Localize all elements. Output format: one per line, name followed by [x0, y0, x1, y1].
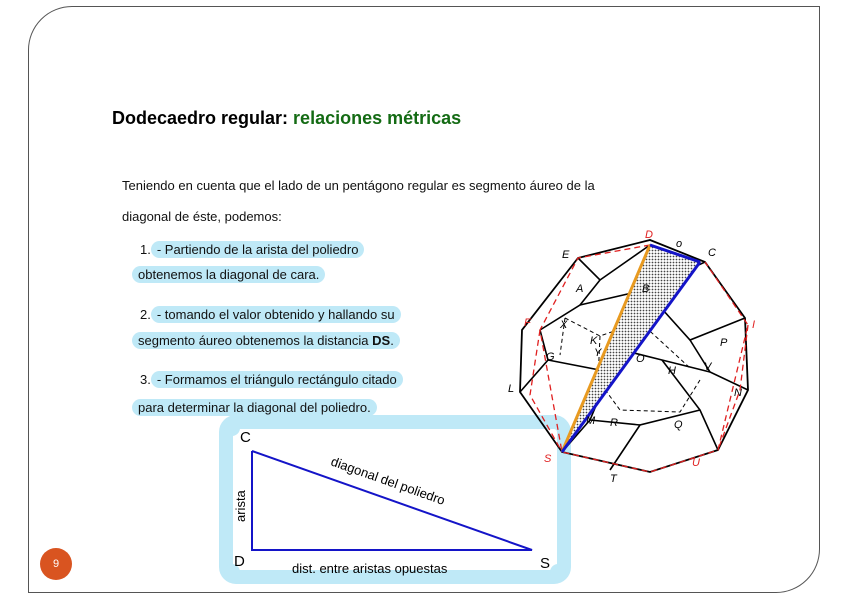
step-1-text-1: - Partiendo de la arista del poliedro	[150, 241, 365, 258]
title-prefix: Dodecaedro regular:	[112, 108, 294, 128]
step-2-text-2-post: .	[390, 333, 394, 348]
step-1-text-2: obtenemos la diagonal de cara.	[132, 266, 326, 283]
step-1-number: 1.	[140, 242, 151, 257]
step-3-number: 3.	[140, 372, 151, 387]
step-3-text-2: para determinar la diagonal del poliedro…	[132, 399, 377, 416]
step-2-text-2: segmento áureo obtenemos la distancia DS…	[132, 332, 400, 349]
step-3-line-1: 3.- Formamos el triángulo rectángulo cit…	[140, 370, 403, 389]
step-2-line-1: 2.- tomando el valor obtenido y hallando…	[140, 305, 401, 324]
intro-line-2: diagonal de éste, podemos:	[122, 209, 282, 224]
step-2-number: 2.	[140, 307, 151, 322]
slide-frame	[28, 6, 820, 593]
step-3-line-2: para determinar la diagonal del poliedro…	[132, 398, 377, 417]
step-1-line-2: obtenemos la diagonal de cara.	[132, 265, 326, 284]
intro-paragraph: Teniendo en cuenta que el lado de un pen…	[122, 170, 702, 232]
step-2-text-2-pre: segmento áureo obtenemos la distancia	[138, 333, 373, 348]
page-number-badge: 9	[40, 548, 72, 580]
step-2-text-2-bold: DS	[372, 333, 391, 348]
step-3-text-1: - Formamos el triángulo rectángulo citad…	[150, 371, 403, 388]
step-1-line-1: 1.- Partiendo de la arista del poliedro	[140, 240, 365, 259]
slide-title: Dodecaedro regular: relaciones métricas	[112, 108, 461, 129]
step-2-line-2: segmento áureo obtenemos la distancia DS…	[132, 331, 400, 350]
title-highlight: relaciones métricas	[293, 108, 462, 128]
intro-line-1: Teniendo en cuenta que el lado de un pen…	[122, 178, 595, 193]
step-2-text-1: - tomando el valor obtenido y hallando s…	[150, 306, 401, 323]
